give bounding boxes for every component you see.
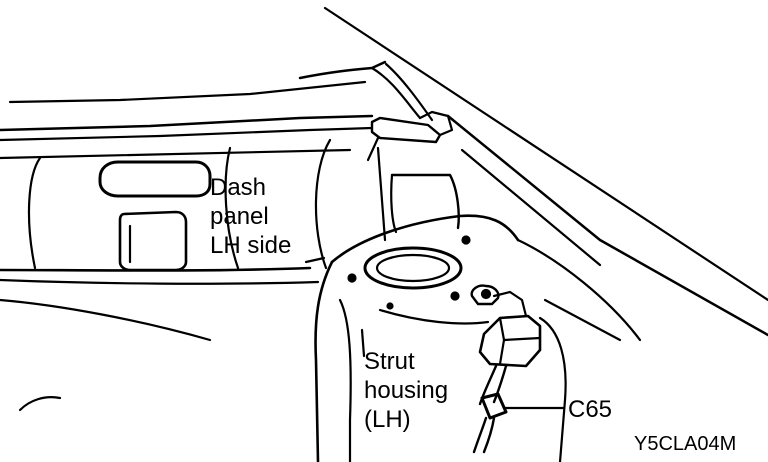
leader-dash-panel xyxy=(304,256,326,264)
figure-code: Y5CLA04M xyxy=(634,433,737,455)
strut-housing-label: Strut housing (LH) xyxy=(364,347,448,434)
dash-panel-label-line-2: panel xyxy=(210,203,269,230)
dash-panel-label: Dash panel LH side xyxy=(210,173,291,260)
c65-label: C65 xyxy=(568,396,613,423)
hood-outline xyxy=(298,6,768,337)
dash-openings xyxy=(98,160,212,272)
strut-mount-opening xyxy=(363,246,463,290)
hood-hinge xyxy=(366,110,454,162)
dash-panel-label-line-1: Dash xyxy=(210,174,267,201)
strut-housing-label-line-3: (LH) xyxy=(364,406,411,433)
strut-housing-label-line-1: Strut xyxy=(364,348,415,375)
strut-housing-label-line-2: housing xyxy=(364,377,449,404)
leader-lines xyxy=(304,256,566,410)
connector-c65 xyxy=(470,284,542,454)
strut-housing xyxy=(314,214,642,462)
dash-panel-label-line-3: LH side xyxy=(210,232,292,259)
